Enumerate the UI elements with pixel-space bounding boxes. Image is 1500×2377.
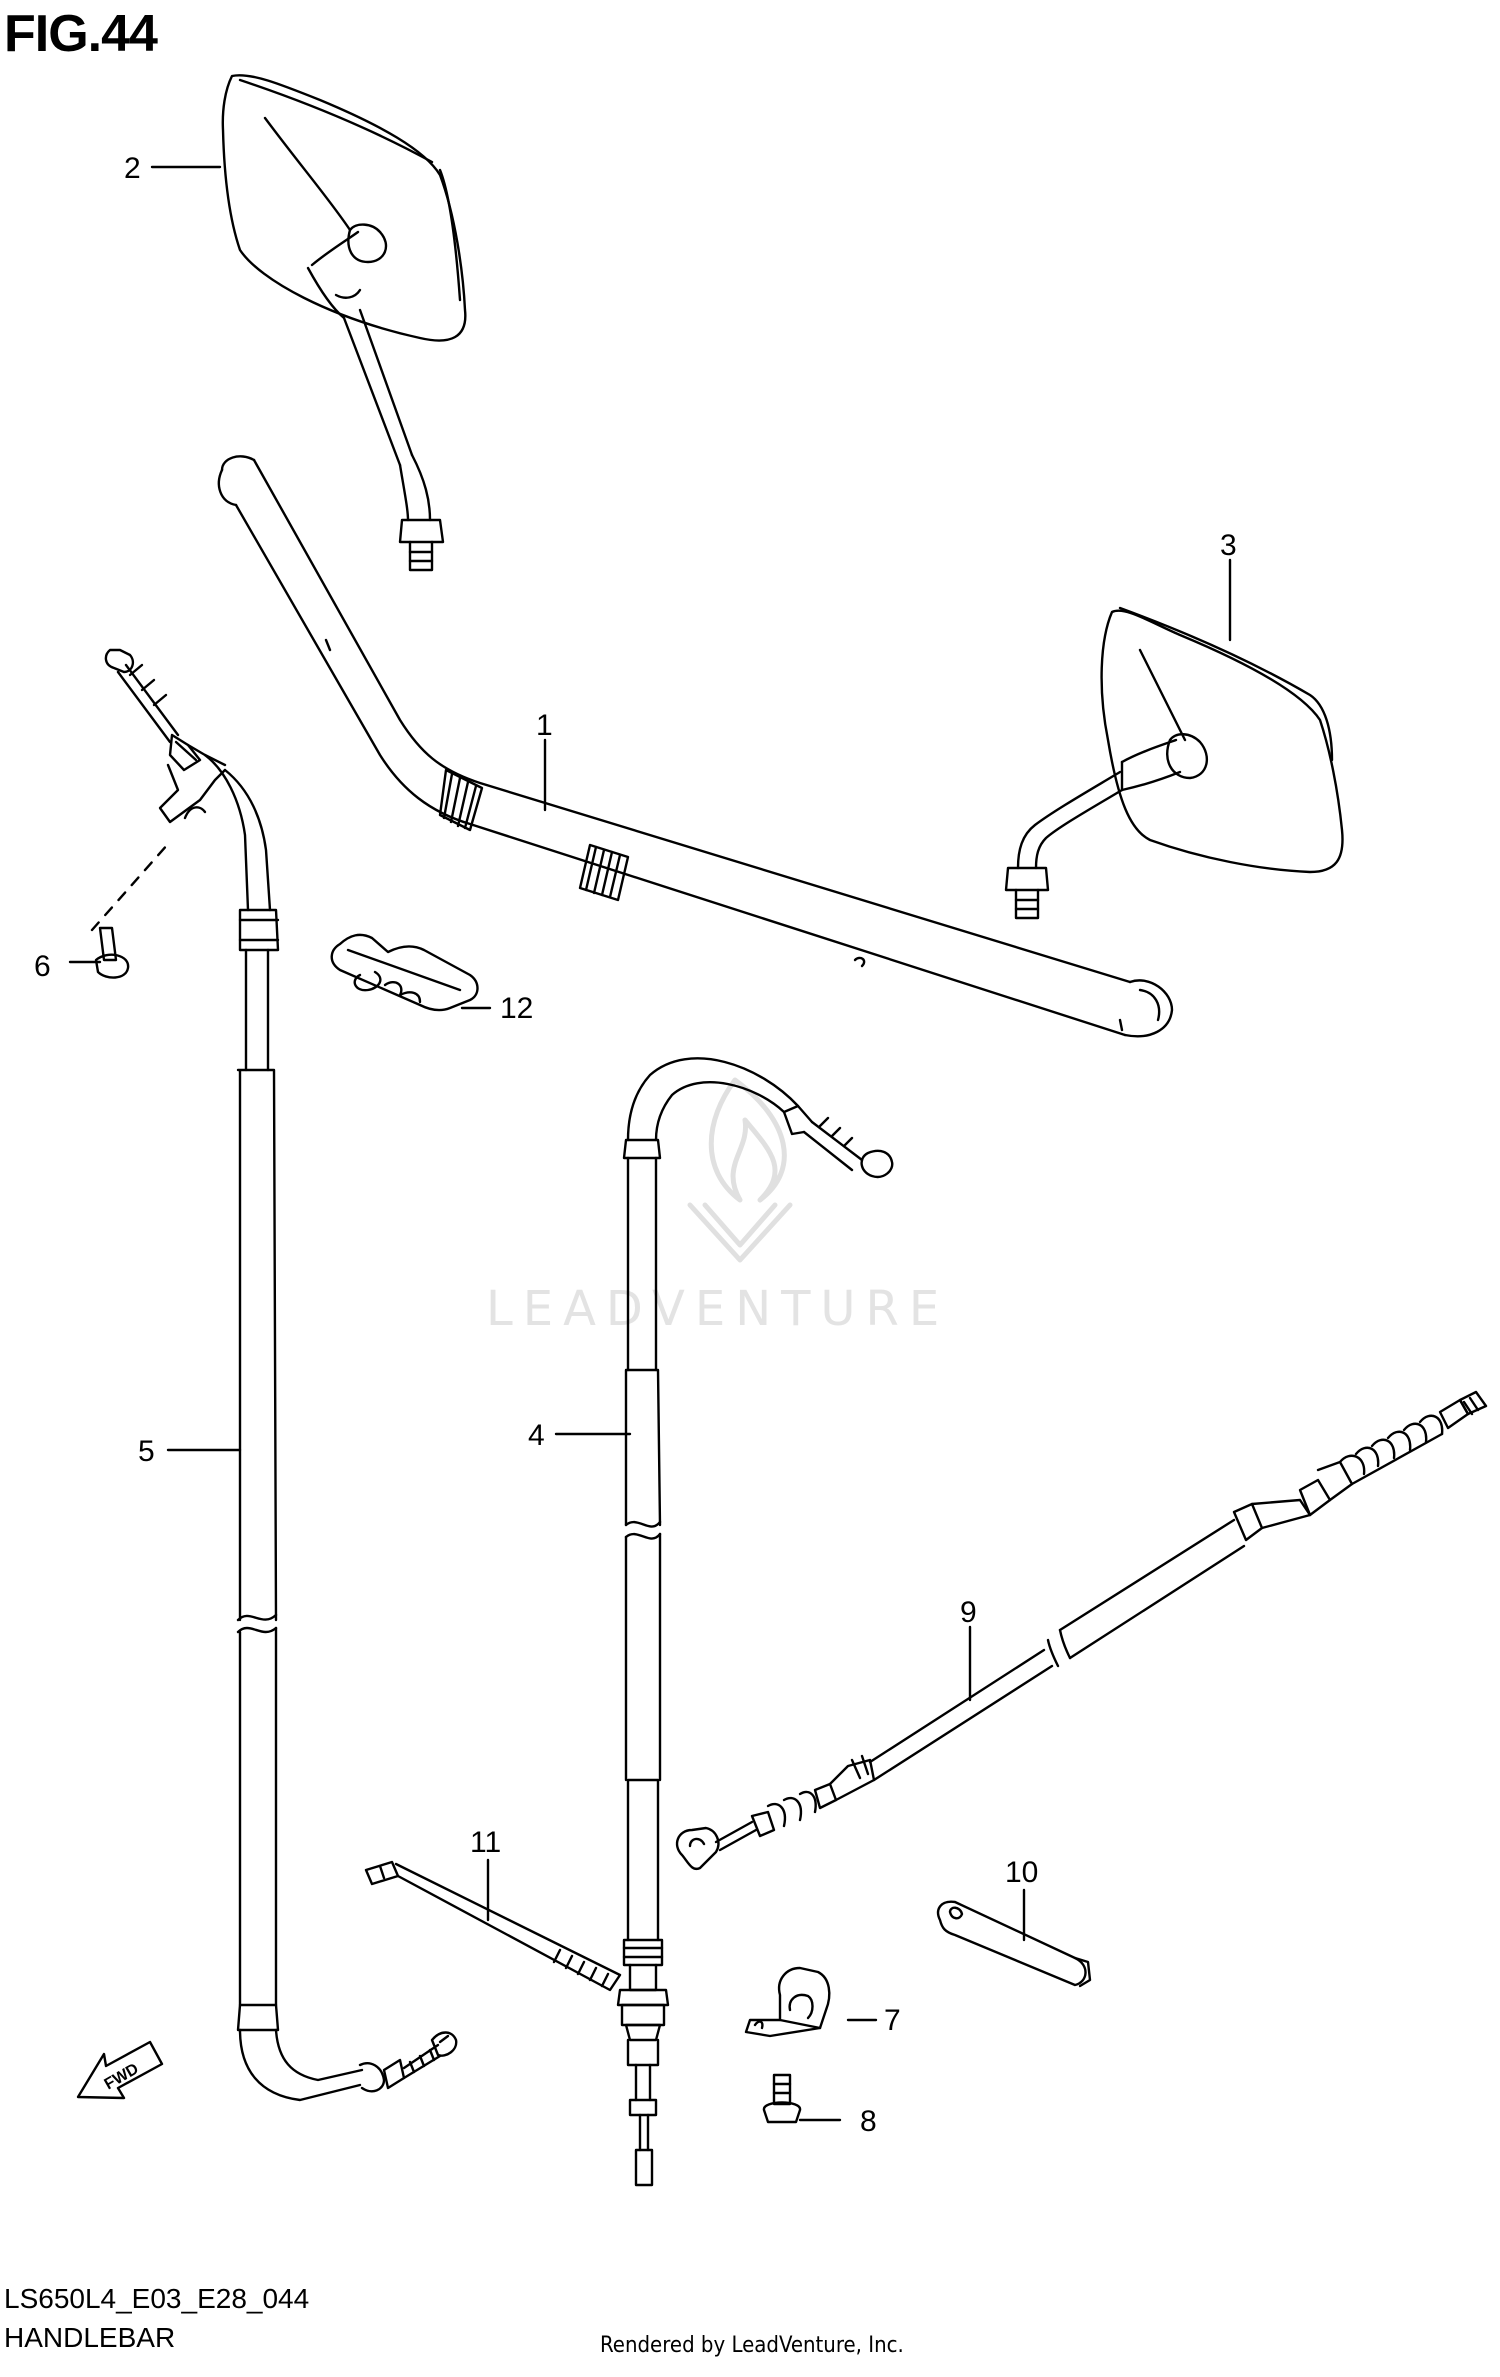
cable-tie-part-11[interactable] <box>364 1860 622 1992</box>
left-mirror[interactable] <box>221 74 467 572</box>
cable-part-5[interactable] <box>104 648 458 2102</box>
callout-2: 2 <box>124 152 141 185</box>
assembly-name: HANDLEBAR <box>4 2322 176 2353</box>
callout-7: 7 <box>884 2004 901 2037</box>
right-mirror[interactable] <box>1004 606 1344 920</box>
callout-6: 6 <box>34 950 51 983</box>
callout-1: 1 <box>536 709 553 742</box>
callout-10: 10 <box>1005 1856 1038 1889</box>
callout-5: 5 <box>138 1435 155 1468</box>
cable-part-9[interactable] <box>675 1390 1488 1871</box>
bolt-part-6[interactable] <box>90 842 170 979</box>
callout-8: 8 <box>860 2105 877 2138</box>
render-credit: Rendered by LeadVenture, Inc. <box>600 2333 904 2358</box>
leadventure-watermark <box>687 1077 793 1263</box>
clamp-part-7[interactable] <box>744 1966 831 2038</box>
callout-9: 9 <box>960 1596 977 1629</box>
figure-title: FIG.44 <box>4 5 158 63</box>
cable-part-4[interactable] <box>616 1057 894 2187</box>
clip-part-12[interactable] <box>330 933 479 1012</box>
handlebar-tube[interactable] <box>217 455 1174 1038</box>
callout-3: 3 <box>1220 529 1237 562</box>
watermark-text: LEADVENTURE <box>486 1281 949 1337</box>
callout-leaders <box>68 165 1232 2122</box>
screw-part-8[interactable] <box>762 2073 802 2124</box>
bracket-part-10[interactable] <box>936 1900 1092 1988</box>
forward-direction-arrow <box>76 2040 164 2100</box>
callout-11: 11 <box>470 1826 501 1859</box>
callout-12: 12 <box>500 992 533 1025</box>
callout-4: 4 <box>528 1419 545 1452</box>
diagram-code: LS650L4_E03_E28_044 <box>4 2283 310 2314</box>
